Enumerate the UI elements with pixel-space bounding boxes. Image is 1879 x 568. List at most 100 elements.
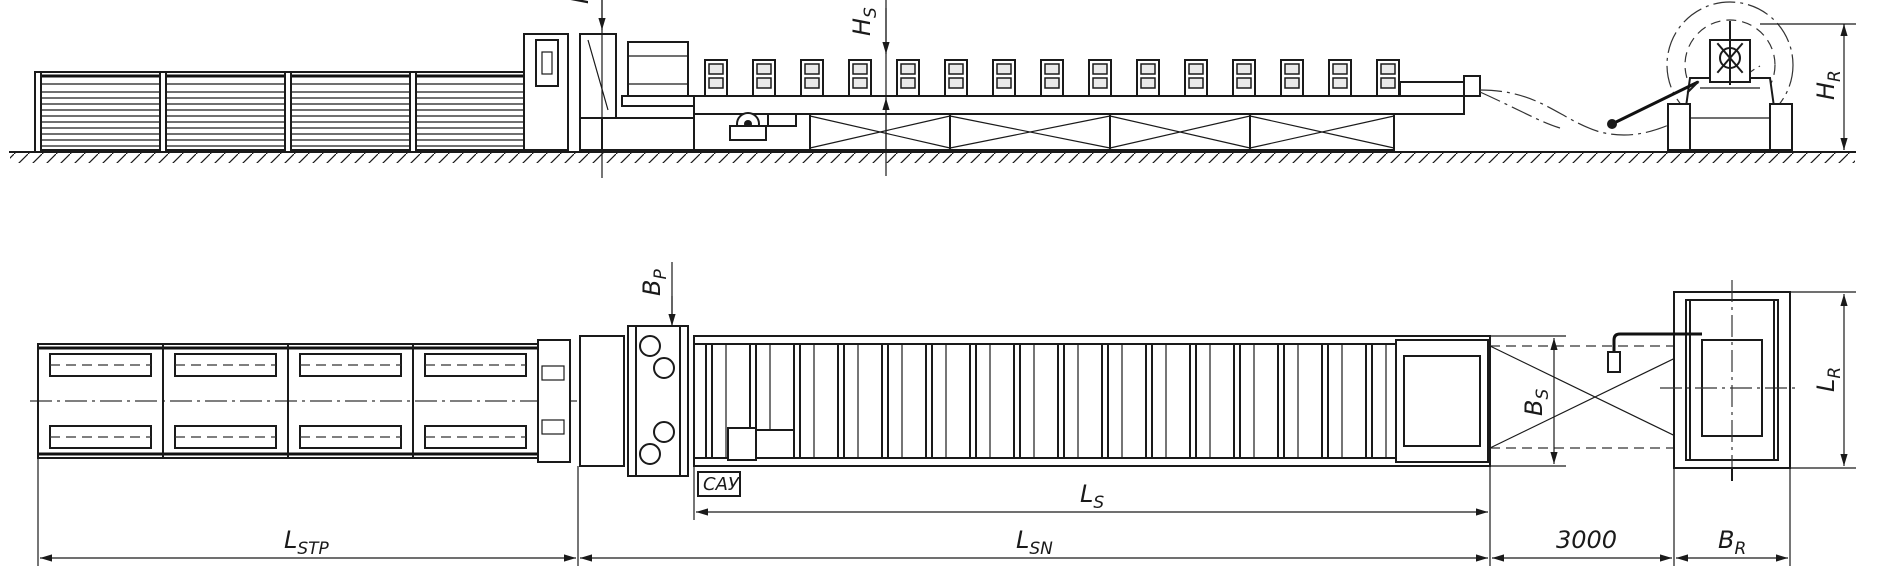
stand-roll	[852, 63, 868, 75]
dim-h-s: HS	[848, 0, 890, 176]
dim-l-stp-sub: STP	[297, 539, 329, 559]
dim-b-r: BR	[1676, 526, 1788, 562]
dim-l-sn-main: L	[1016, 526, 1029, 554]
stacker-leg	[159, 71, 167, 153]
stand-roll	[996, 63, 1012, 75]
roll-icon	[639, 335, 661, 357]
shear-unit-side	[523, 33, 569, 151]
dim-gap-label: 3000	[1556, 526, 1617, 554]
dim-h-shear: I	[566, 0, 606, 178]
hold-down-arm-plan	[1612, 332, 1702, 358]
dim-h-r-main: H	[1812, 82, 1840, 100]
strip-catenary	[1479, 65, 1761, 136]
dim-l-sn-sub: SN	[1029, 539, 1053, 559]
dim-l-stp-main: L	[284, 526, 297, 554]
dim-l-s-main: L	[1080, 480, 1093, 508]
svg-text:BP: BP	[638, 269, 671, 296]
roll-icon	[653, 421, 675, 443]
forming-bed-plan	[693, 335, 1491, 467]
svg-text:LR: LR	[1812, 367, 1845, 392]
stand-roll	[1332, 77, 1348, 89]
bed-rib	[1057, 343, 1065, 459]
stand-roll	[1236, 63, 1252, 75]
stand-roll	[996, 77, 1012, 89]
entry-guide-side	[579, 33, 696, 151]
bed-rib	[1321, 343, 1329, 459]
dim-extension-lines	[37, 458, 1791, 566]
plan-view: САУ BP	[30, 262, 1856, 566]
dim-l-r-sub: R	[1825, 367, 1845, 379]
bed-rib	[925, 343, 933, 459]
bed-rib	[969, 343, 977, 459]
roll-icon	[639, 443, 661, 465]
motor-plan	[727, 427, 757, 461]
stand-roll	[1380, 77, 1396, 89]
bed-rib	[793, 343, 801, 459]
dim-h-s-main: H	[848, 18, 876, 36]
bed-rib	[1101, 343, 1109, 459]
stand-roll	[1236, 77, 1252, 89]
dim-b-s-sub: S	[1533, 389, 1553, 400]
svg-text:LSN: LSN	[1016, 526, 1053, 559]
stand-roll	[1140, 77, 1156, 89]
strip-path-plan	[1489, 345, 1701, 449]
stand-roll	[900, 63, 916, 75]
dim-b-p: BP	[638, 262, 676, 326]
stand-roll	[1044, 77, 1060, 89]
stand-roll	[1332, 63, 1348, 75]
stand-roll	[1092, 63, 1108, 75]
svg-text:BR: BR	[1718, 526, 1746, 559]
dim-b-r-sub: R	[1734, 539, 1746, 559]
dim-h-shear-label: I	[566, 0, 594, 4]
stacker-leg	[409, 71, 417, 153]
svg-text:I: I	[566, 0, 594, 4]
dim-h-s-sub: S	[861, 7, 881, 18]
stacker-table-side	[34, 71, 542, 153]
decoiler-plan	[1607, 280, 1800, 482]
stand-roll	[756, 77, 772, 89]
svg-text:LS: LS	[1080, 480, 1104, 513]
stand-roll	[1188, 63, 1204, 75]
stand-roll	[900, 77, 916, 89]
svg-text:HR: HR	[1812, 70, 1845, 100]
stand-roll	[1092, 77, 1108, 89]
bed-rib	[1189, 343, 1197, 459]
bed-rib	[705, 343, 713, 459]
dim-h-r: HR	[1760, 23, 1856, 150]
dim-b-r-main: B	[1718, 526, 1734, 554]
bed-rib	[881, 343, 889, 459]
bed-rib	[1233, 343, 1241, 459]
shear-entry-plan	[579, 325, 689, 477]
dim-l-r: LR	[1790, 291, 1856, 469]
stand-roll	[948, 63, 964, 75]
roll-icon	[653, 357, 675, 379]
dim-gap: 3000	[1492, 526, 1672, 562]
side-view: HS I HR	[9, 0, 1856, 178]
stacker-leg	[34, 71, 42, 153]
svg-text:HS: HS	[848, 7, 881, 36]
stand-roll	[1140, 63, 1156, 75]
decoiler-side	[1607, 1, 1794, 151]
svg-text:LSTP: LSTP	[284, 526, 330, 559]
stand-roll	[1284, 77, 1300, 89]
dim-l-s-sub: S	[1093, 493, 1104, 513]
stand-roll	[708, 77, 724, 89]
ground-hatching	[10, 153, 1855, 163]
stand-roll	[1284, 63, 1300, 75]
stand-roll	[804, 63, 820, 75]
bed-rib	[1277, 343, 1285, 459]
bed-rib	[1013, 343, 1021, 459]
dim-l-s: LS	[696, 480, 1488, 516]
stand-roll	[756, 63, 772, 75]
stacker-table-plan	[30, 339, 580, 463]
stacker-leg	[284, 71, 292, 153]
forming-bed-side	[693, 59, 1481, 151]
svg-text:BS: BS	[1520, 389, 1553, 416]
dim-h-r-sub: R	[1825, 70, 1845, 82]
stand-roll	[804, 77, 820, 89]
bed-rib	[1145, 343, 1153, 459]
hold-down-arm	[1611, 80, 1699, 126]
bed-rib	[837, 343, 845, 459]
dim-b-p-sub: P	[651, 269, 671, 280]
